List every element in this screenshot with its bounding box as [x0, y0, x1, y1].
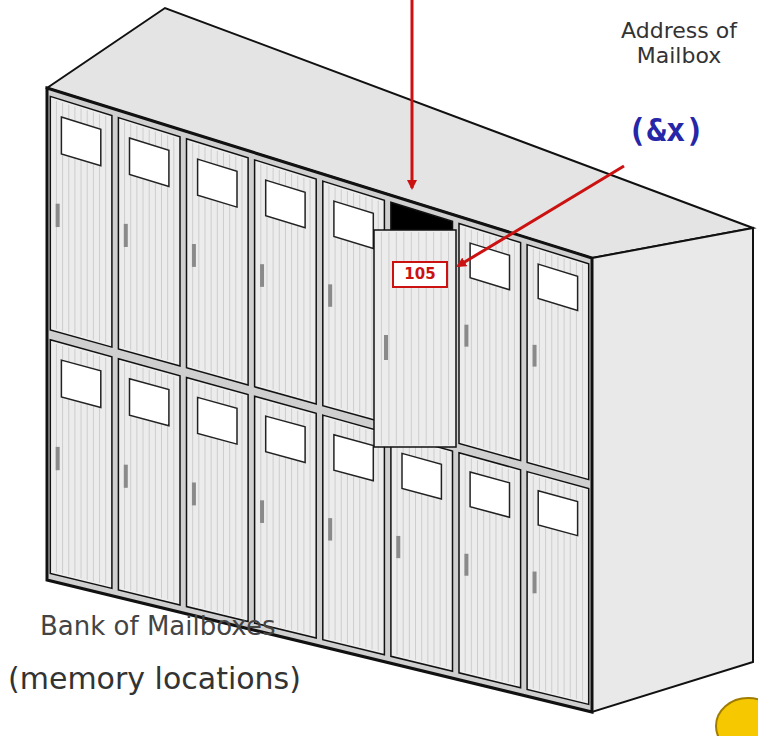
- door-handle: [396, 536, 400, 558]
- door-handle: [328, 518, 332, 540]
- door-stripe: [260, 400, 261, 622]
- mailbox-door: [118, 118, 180, 366]
- door-stripe: [533, 476, 534, 689]
- mailbox-door: [459, 453, 521, 688]
- mailbox-door: [255, 396, 317, 638]
- cartoon-figure: [716, 698, 758, 736]
- door-stripe: [56, 101, 57, 329]
- address-number: 105: [404, 265, 435, 283]
- mailbox-window: [470, 243, 509, 290]
- door-stripe: [397, 438, 398, 655]
- door-handle: [384, 335, 388, 360]
- mailbox-window: [130, 138, 169, 187]
- mailbox-door: [187, 378, 249, 622]
- door-handle: [192, 244, 196, 267]
- door-stripe: [388, 232, 389, 445]
- door-stripe: [328, 185, 329, 405]
- door-handle: [533, 345, 537, 367]
- door-stripe: [173, 376, 174, 601]
- door-stripe: [465, 457, 466, 672]
- door-stripe: [533, 249, 534, 462]
- door-handle: [56, 447, 60, 470]
- door-stripe: [56, 344, 57, 572]
- mailbox-door: [255, 160, 317, 404]
- door-stripe: [378, 433, 379, 651]
- mailbox-window: [538, 264, 577, 310]
- mailbox-window: [61, 360, 100, 407]
- door-handle: [124, 224, 128, 247]
- bank-subcaption-box: (memory locations): [8, 662, 468, 697]
- mailbox-door: [50, 96, 112, 347]
- address-caption-box: Address of Mailbox: [606, 18, 752, 69]
- mailbox-bank: [47, 8, 753, 712]
- door-stripe: [446, 452, 447, 668]
- door-handle: [260, 264, 264, 287]
- door-stripe: [328, 419, 329, 639]
- door-stripe: [241, 158, 242, 380]
- bank-side: [592, 228, 753, 712]
- mailbox-door: [187, 139, 249, 385]
- door-handle: [328, 284, 332, 306]
- door-handle: [464, 554, 468, 576]
- address-operator-box: (&x): [606, 112, 726, 149]
- mailbox-door: [50, 340, 112, 589]
- door-stripe: [192, 143, 193, 367]
- door-stripe: [448, 232, 449, 445]
- door-handle: [464, 325, 468, 347]
- mailbox-window: [198, 159, 237, 207]
- open-door: [374, 230, 456, 447]
- door-handle: [124, 465, 128, 488]
- mailbox-door: [391, 434, 453, 671]
- mailbox-door: [527, 245, 589, 480]
- mailbox-door: [527, 472, 589, 705]
- address-caption: Address of Mailbox: [606, 18, 752, 69]
- door-stripe: [310, 414, 311, 634]
- door-stripe: [582, 489, 583, 700]
- mailbox-window: [334, 435, 373, 481]
- door-handle: [260, 500, 264, 523]
- door-handle: [533, 572, 537, 594]
- door-stripe: [124, 363, 125, 589]
- mailbox-door: [323, 415, 385, 655]
- mailbox-window: [61, 117, 100, 166]
- mailbox-window: [334, 201, 373, 248]
- address-arrow: [458, 166, 624, 266]
- mailbox-window: [470, 472, 509, 517]
- bank-subcaption: (memory locations): [8, 662, 468, 697]
- mailbox-window: [198, 397, 237, 444]
- mailbox-window: [130, 379, 169, 426]
- address-operator: (&x): [606, 112, 726, 149]
- door-stripe: [105, 358, 106, 585]
- door-stripe: [514, 470, 515, 684]
- door-stripe: [124, 122, 125, 348]
- pointer-arrow: [411, 0, 414, 188]
- door-stripe: [381, 232, 382, 445]
- bank-caption-box: Bank of Mailboxes: [40, 612, 460, 642]
- door-stripe: [514, 243, 515, 457]
- door-stripe: [260, 164, 261, 386]
- address-tag: 105: [392, 261, 448, 288]
- door-stripe: [310, 180, 311, 400]
- door-handle: [192, 482, 196, 505]
- mailbox-window: [402, 453, 441, 499]
- mailbox-door: [118, 359, 180, 605]
- door-stripe: [192, 382, 193, 606]
- door-stripe: [105, 116, 106, 343]
- mailbox-window: [538, 491, 577, 536]
- door-stripe: [241, 395, 242, 617]
- mailbox-window: [266, 416, 305, 462]
- door-stripe: [582, 264, 583, 475]
- bank-caption: Bank of Mailboxes: [40, 612, 460, 642]
- mailbox-window: [266, 180, 305, 228]
- door-handle: [56, 204, 60, 227]
- door-stripe: [173, 137, 174, 362]
